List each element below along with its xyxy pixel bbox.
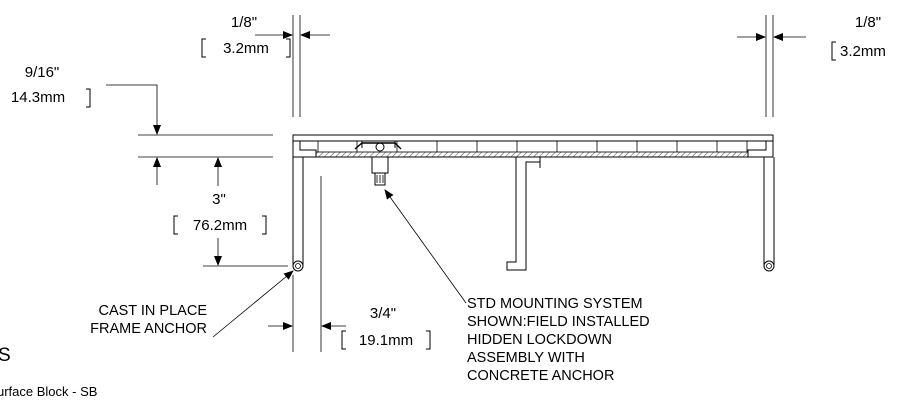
- section-letter-fragment: S: [0, 345, 11, 366]
- note-frame-anchor-line1: CAST IN PLACE: [98, 303, 207, 319]
- center-support-channel: [506, 156, 541, 271]
- note-mounting-line2: SHOWN:FIELD INSTALLED: [467, 314, 650, 330]
- dimension-grate-thickness: 9/16" 14.3mm: [11, 64, 273, 185]
- dim-depth-inch: 3": [212, 191, 226, 208]
- dim-top-left-inch: 1/8": [231, 14, 257, 31]
- lockdown-assembly: [354, 141, 402, 186]
- note-mounting-line1: STD MOUNTING SYSTEM: [467, 296, 643, 312]
- dim-anchor-inch: 3/4": [370, 305, 396, 322]
- note-frame-anchor-line2: FRAME ANCHOR: [90, 321, 207, 337]
- note-mounting-line5: CONCRETE ANCHOR: [467, 368, 614, 384]
- left-frame-anchor-leg: [292, 157, 304, 272]
- right-frame-anchor-leg: [763, 157, 775, 272]
- grate-top-rail: [292, 134, 774, 142]
- dim-grate-mm: 14.3mm: [11, 89, 65, 106]
- dimension-top-right: 1/8" 3.2mm: [737, 14, 886, 117]
- note-mounting-line4: ASSEMBLY WITH: [467, 350, 585, 366]
- dim-top-left-mm: 3.2mm: [223, 40, 269, 57]
- callout-mounting-system: STD MOUNTING SYSTEM SHOWN:FIELD INSTALLE…: [384, 189, 650, 384]
- dim-depth-mm: 76.2mm: [193, 217, 247, 234]
- grate-bars: [317, 141, 748, 152]
- dimension-anchor: 3/4" 19.1mm: [268, 176, 431, 352]
- dimension-top-left: 1/8" 3.2mm: [201, 14, 330, 117]
- hatched-bearing-band: [315, 151, 749, 158]
- frame-assembly: [292, 134, 775, 272]
- dim-top-right-mm: 3.2mm: [840, 43, 886, 60]
- callout-frame-anchor: CAST IN PLACE FRAME ANCHOR: [90, 270, 294, 338]
- dim-anchor-mm: 19.1mm: [359, 332, 413, 349]
- caption-fragment: urface Block - SB: [0, 384, 97, 399]
- note-mounting-line3: HIDDEN LOCKDOWN: [467, 332, 612, 348]
- dim-top-right-inch: 1/8": [855, 14, 881, 31]
- dim-grate-inch: 9/16": [25, 64, 60, 81]
- dimension-depth: 3" 76.2mm: [173, 157, 288, 267]
